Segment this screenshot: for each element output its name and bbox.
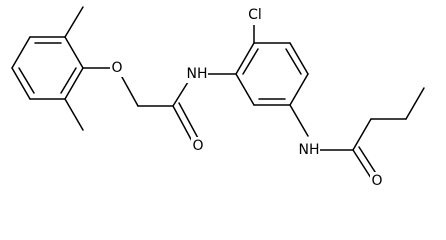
atom-ether-oxygen: O xyxy=(110,59,124,77)
propyl-chain-bond xyxy=(405,87,425,120)
ring2-bond xyxy=(235,73,255,106)
amide-nh-left-label: NH xyxy=(187,66,208,82)
ring1-double-bond xyxy=(60,67,77,94)
right-carbonyl-double-bond xyxy=(358,146,378,176)
ring1-bond xyxy=(11,36,31,69)
amide-oxygen-right-label: O xyxy=(371,173,382,189)
ring2-bond xyxy=(289,73,309,106)
left-carbonyl-double-bond xyxy=(178,102,200,141)
right-carbonyl-double-bond xyxy=(352,149,372,179)
ring2-double-bond xyxy=(285,48,302,75)
ring-nh-right-bond xyxy=(289,104,309,137)
ring1-bond xyxy=(11,67,31,100)
amide-oxygen-left-label: O xyxy=(192,138,203,154)
chlorine-label: Cl xyxy=(248,7,262,23)
molecule-structure-diagram: Cl O NH O NH O xyxy=(11,6,425,190)
methyl-bottom-bond xyxy=(64,98,84,131)
propyl-chain-bond xyxy=(352,118,372,151)
amide-nh-right-label: NH xyxy=(299,142,320,158)
chlorophenyl-ring xyxy=(235,42,309,106)
atom-amide-nh-right: NH xyxy=(298,141,320,159)
ring2-double-bond xyxy=(242,48,259,75)
atom-chlorine: Cl xyxy=(244,7,266,25)
ring1-double-bond xyxy=(18,67,35,94)
left-carbonyl-double-bond xyxy=(172,105,194,144)
atom-amide-oxygen-right: O xyxy=(370,172,384,190)
atom-amide-nh-left: NH xyxy=(186,65,208,83)
ether-oxygen-label: O xyxy=(111,60,122,76)
ring1-bond xyxy=(64,36,84,69)
atom-amide-oxygen-left: O xyxy=(191,137,205,155)
methyl-top-bond xyxy=(64,6,84,38)
ring2-bond xyxy=(289,42,309,75)
ring2-bond xyxy=(235,42,255,75)
dimethylphenyl-ring xyxy=(11,36,84,100)
ring1-bond xyxy=(64,67,84,100)
